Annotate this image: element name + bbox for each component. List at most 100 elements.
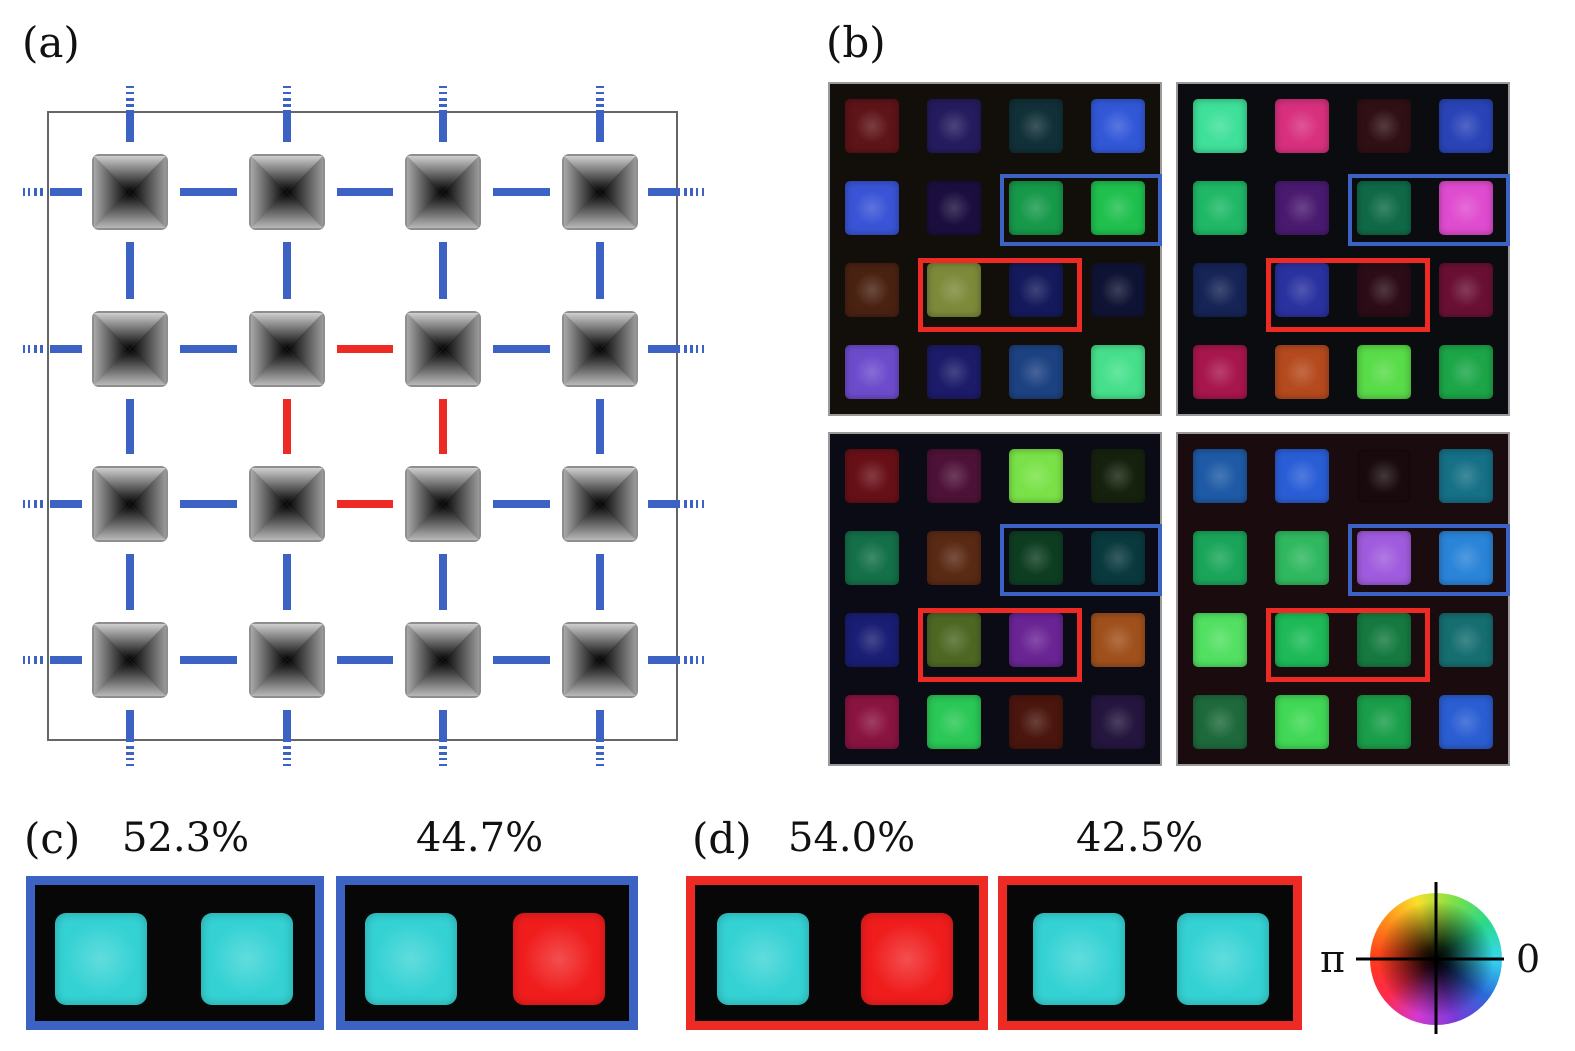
- c-right-square-2: [513, 913, 605, 1005]
- phase-cell: [1357, 181, 1411, 235]
- boundary-dash: [696, 188, 698, 196]
- phase-cell: [1357, 531, 1411, 585]
- boundary-link-bottom: [283, 710, 291, 742]
- boundary-dash: [439, 86, 447, 88]
- d-left-square-1: [717, 913, 809, 1005]
- highlight-box-blue: [1000, 174, 1162, 246]
- phase-cell: [927, 345, 981, 399]
- boundary-dash: [596, 758, 604, 760]
- coupling-link-h: [337, 345, 393, 353]
- phase-cell: [1275, 99, 1329, 153]
- phase-cell: [1193, 263, 1247, 317]
- boundary-link-top: [439, 110, 447, 142]
- coupling-link-v: [596, 554, 604, 610]
- coupling-link-v: [439, 554, 447, 610]
- c-left-square-2: [201, 913, 293, 1005]
- phase-maps: [828, 82, 1512, 768]
- coupling-link-v: [283, 554, 291, 610]
- boundary-link-bottom: [126, 710, 134, 742]
- phase-cell: [1009, 695, 1063, 749]
- boundary-dash: [702, 345, 704, 353]
- panel-label-a: (a): [22, 18, 80, 67]
- boundary-dash: [439, 752, 447, 755]
- phase-cell: [927, 263, 981, 317]
- highlight-box-red: [1266, 608, 1430, 682]
- phase-cell: [1193, 531, 1247, 585]
- boundary-dash: [596, 764, 604, 766]
- boundary-link-left: [50, 188, 82, 196]
- phase-cell: [1275, 613, 1329, 667]
- c-box-left: [26, 876, 324, 1030]
- coupling-link-v: [596, 242, 604, 299]
- phase-cell: [1091, 263, 1145, 317]
- boundary-dash: [283, 104, 291, 107]
- phase-cell: [1275, 345, 1329, 399]
- phase-wheel-axes: [1356, 882, 1504, 1034]
- phase-map-quadrant: [1176, 432, 1510, 766]
- coupling-link-h: [493, 500, 550, 508]
- boundary-link-right: [648, 345, 680, 353]
- highlight-box-blue: [1348, 174, 1510, 246]
- phase-cell: [927, 531, 981, 585]
- micropillar-pyramid: [562, 466, 638, 542]
- phase-cell: [845, 263, 899, 317]
- pct-c-right: 44.7%: [416, 815, 544, 861]
- boundary-dash: [696, 500, 698, 508]
- micropillar-pyramid: [405, 311, 481, 387]
- coupling-link-h: [180, 188, 237, 196]
- boundary-dash: [596, 104, 604, 107]
- coupling-link-v: [439, 399, 447, 454]
- phase-cell: [1275, 263, 1329, 317]
- boundary-dash: [439, 98, 447, 101]
- boundary-dash: [439, 104, 447, 107]
- d-right-square-1: [1033, 913, 1125, 1005]
- phase-cell: [1357, 695, 1411, 749]
- boundary-dash: [28, 500, 30, 508]
- coupling-link-h: [337, 500, 393, 508]
- phase-cell: [1091, 531, 1145, 585]
- coupling-link-h: [493, 188, 550, 196]
- phase-cell: [1091, 181, 1145, 235]
- phase-cell: [845, 345, 899, 399]
- pct-d-right: 42.5%: [1076, 815, 1204, 861]
- boundary-dash: [690, 188, 693, 196]
- phase-cell: [1193, 613, 1247, 667]
- micropillar-pyramid: [92, 311, 168, 387]
- c-left-square-1: [55, 913, 147, 1005]
- boundary-dash: [439, 92, 447, 94]
- boundary-dash: [23, 345, 25, 353]
- coupling-link-v: [126, 242, 134, 299]
- lattice-frame: [47, 111, 678, 741]
- boundary-dash: [690, 500, 693, 508]
- d-box-left: [686, 876, 988, 1030]
- d-right-square-2: [1177, 913, 1269, 1005]
- phase-cell: [1357, 99, 1411, 153]
- boundary-dash: [596, 86, 604, 88]
- micropillar-pyramid: [92, 622, 168, 698]
- micropillar-pyramid: [405, 154, 481, 230]
- boundary-dash: [684, 345, 687, 353]
- phase-cell: [1009, 263, 1063, 317]
- phase-cell: [1193, 695, 1247, 749]
- phase-cell: [927, 449, 981, 503]
- panel-label-c: (c): [24, 814, 81, 863]
- boundary-dash: [28, 188, 30, 196]
- pct-d-left: 54.0%: [788, 815, 916, 861]
- coupling-link-h: [180, 656, 237, 664]
- phase-cell: [1439, 181, 1493, 235]
- boundary-link-top: [126, 110, 134, 142]
- phase-zero-label: 0: [1516, 937, 1541, 981]
- boundary-dash: [439, 764, 447, 766]
- boundary-link-left: [50, 500, 82, 508]
- boundary-dash: [126, 746, 134, 749]
- boundary-dash: [23, 188, 25, 196]
- coupling-link-v: [126, 554, 134, 610]
- panel-label-b: (b): [826, 18, 886, 67]
- boundary-dash: [34, 656, 37, 664]
- boundary-link-bottom: [596, 710, 604, 742]
- phase-cell: [1009, 531, 1063, 585]
- boundary-dash: [439, 758, 447, 760]
- phase-cell: [1357, 449, 1411, 503]
- phase-cell: [1439, 695, 1493, 749]
- boundary-dash: [126, 104, 134, 107]
